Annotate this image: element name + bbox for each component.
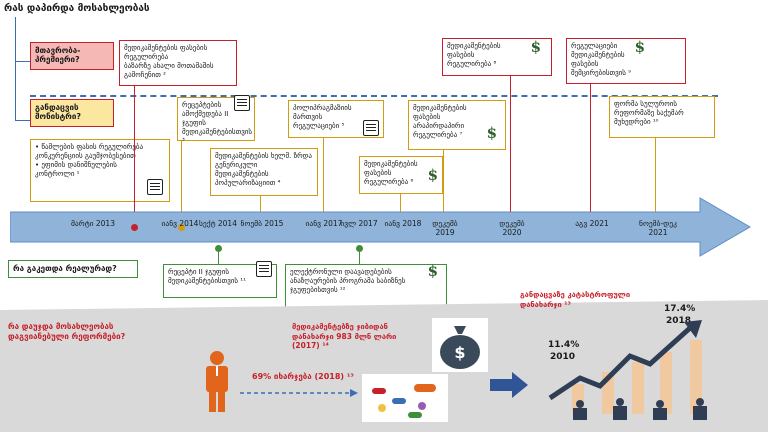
- dollar-icon: $: [427, 166, 438, 184]
- scroll-icon: [147, 179, 163, 195]
- monitor-box-3: რეცეპტების ამოქმედება II ჯგუფის მედიკამე…: [177, 95, 255, 145]
- dollar-icon: $: [634, 38, 645, 56]
- date-label: ნოემბ 2015: [240, 219, 284, 228]
- timeline-marker-green: [356, 245, 363, 252]
- dollar-icon: $: [486, 124, 497, 142]
- pills-icon: [362, 374, 448, 422]
- monitor-box-6: მედიკამენტების ფასების რეგულირება ⁶ $: [359, 156, 443, 194]
- timeline-arrow: [10, 197, 751, 257]
- implemented-box-12: ელექტრონული დაავადებების ანაზღაურების პრ…: [285, 264, 447, 310]
- implemented-box-11-text: რეცეპტი II ჯგუფის მედიკამენტებისთვის ¹¹: [168, 268, 246, 285]
- monitor-box-6-text: მედიკამენტების ფასების რეგულირება ⁶: [364, 160, 418, 186]
- date-label: დეკემბ 2019: [432, 219, 458, 237]
- timeline-marker-green: [215, 245, 222, 252]
- share-text: 69% იხარჯება (2018) ¹³: [252, 372, 354, 381]
- question-implemented: რა გაკეთდა რეალურად?: [8, 260, 138, 278]
- question-outcome: რა დაუჯდა მოსახლეობას დაგვიანებული რეფორ…: [8, 322, 126, 341]
- connector-line: [134, 86, 136, 214]
- monitor-box-7-text: მედიკამენტების ფასების არაპირდაპირი რეგუ…: [413, 104, 467, 139]
- year-2010: 2010: [550, 352, 576, 362]
- date-label: იანვ 2018: [384, 219, 422, 228]
- scroll-icon: [363, 120, 379, 136]
- date-label: იანვ 2017: [305, 219, 343, 228]
- promise-box-8-text: მედიკამენტების ფასების რეგულირება ⁸: [447, 42, 501, 68]
- promise-box-9: რეგულაციები მედიკამენტების ფასების შემცი…: [566, 38, 686, 84]
- connector-line: [400, 194, 402, 214]
- dashed-arrow: [240, 389, 358, 397]
- connector-line: [260, 196, 262, 214]
- monitor-box-5: პოლიპრაგმაზიის მართვის რეგულაციები ⁵: [288, 100, 384, 138]
- timeline-marker: [178, 224, 185, 231]
- dollar-icon: $: [530, 38, 541, 56]
- monitor-box-1: • წამლების ფასის რეგულირება კონკურენციის…: [30, 139, 170, 202]
- scroll-icon: [256, 261, 272, 277]
- date-label: ნოემბ-დეკ 2021: [639, 219, 677, 237]
- monitor-box-7: მედიკამენტების ფასების არაპირდაპირი რეგუ…: [408, 100, 506, 150]
- svg-text:$: $: [454, 343, 465, 362]
- connector-line: [359, 252, 361, 264]
- person-icon: [206, 351, 228, 412]
- dollar-icon: $: [427, 262, 438, 280]
- monitor-box-10: ფორმა სულუროის რეფორმაზე საქუმარ მუხედრე…: [609, 96, 715, 138]
- connector-line: [590, 84, 592, 214]
- pct-2010: 11.4%: [548, 340, 580, 350]
- pct-2018: 17.4%: [664, 304, 696, 314]
- monitor-box-4: მედიკამენტების ხელმ. ზრდა გენერიკული მედ…: [210, 148, 318, 196]
- bracket-tick-monitor: [15, 120, 30, 122]
- promise-box-8: მედიკამენტების ფასების რეგულირება ⁸ $: [442, 38, 552, 76]
- monitor-box-1-text: • წამლების ფასის რეგულირება კონკურენციის…: [35, 143, 144, 178]
- scroll-icon: [234, 95, 250, 111]
- connector-line: [181, 141, 183, 214]
- timeline-marker: [131, 224, 138, 231]
- left-bracket-line: [15, 17, 17, 121]
- implemented-box-11: რეცეპტი II ჯგუფის მედიკამენტებისთვის ¹¹: [163, 261, 277, 298]
- date-label: დეკემბ 2020: [499, 219, 525, 237]
- spend-text: მედიკამენტებზე ჯიბიდან დანახარჯი 983 მლნ…: [292, 322, 397, 350]
- question-promise: მთავრობა-პრემიერი?: [30, 42, 114, 70]
- catastrophic-title: განდაცვაზე კატასტროფული დანახარჯი ¹³: [520, 290, 631, 309]
- date-label: ივლ 2017: [340, 219, 378, 228]
- promise-box-2: მედიკამენტების ფასების რეგულირება ბაზარზ…: [119, 40, 237, 86]
- monitor-box-3-text: რეცეპტების ამოქმედება II ჯგუფის მედიკამე…: [182, 101, 253, 145]
- connector-line: [443, 150, 445, 214]
- money-bag-icon: $: [432, 318, 488, 372]
- date-label: აგვ 2021: [575, 219, 609, 228]
- connector-line: [323, 138, 325, 214]
- connector-line: [655, 138, 657, 214]
- question-monitor: განდაცვის მონისტრი?: [30, 99, 114, 127]
- connector-line: [510, 76, 512, 214]
- date-label: სექტ 2014: [199, 219, 237, 228]
- monitor-box-5-text: პოლიპრაგმაზიის მართვის რეგულაციები ⁵: [293, 104, 352, 130]
- growth-chart-icon: [548, 320, 707, 420]
- date-label: იანვ 2014: [161, 219, 199, 228]
- arrow-right-icon: [490, 372, 528, 398]
- connector-line: [218, 252, 220, 264]
- dashed-divider: [30, 95, 718, 97]
- date-label: მარტი 2013: [71, 219, 115, 228]
- implemented-box-12-text: ელექტრონული დაავადებების ანაზღაურების პრ…: [290, 268, 406, 294]
- page-title: რას დაპირდა მოსახლეობას: [4, 3, 150, 14]
- year-2018: 2018: [666, 316, 692, 326]
- promise-box-9-text: რეგულაციები მედიკამენტების ფასების შემცი…: [571, 42, 631, 77]
- bracket-tick-promise: [15, 61, 30, 63]
